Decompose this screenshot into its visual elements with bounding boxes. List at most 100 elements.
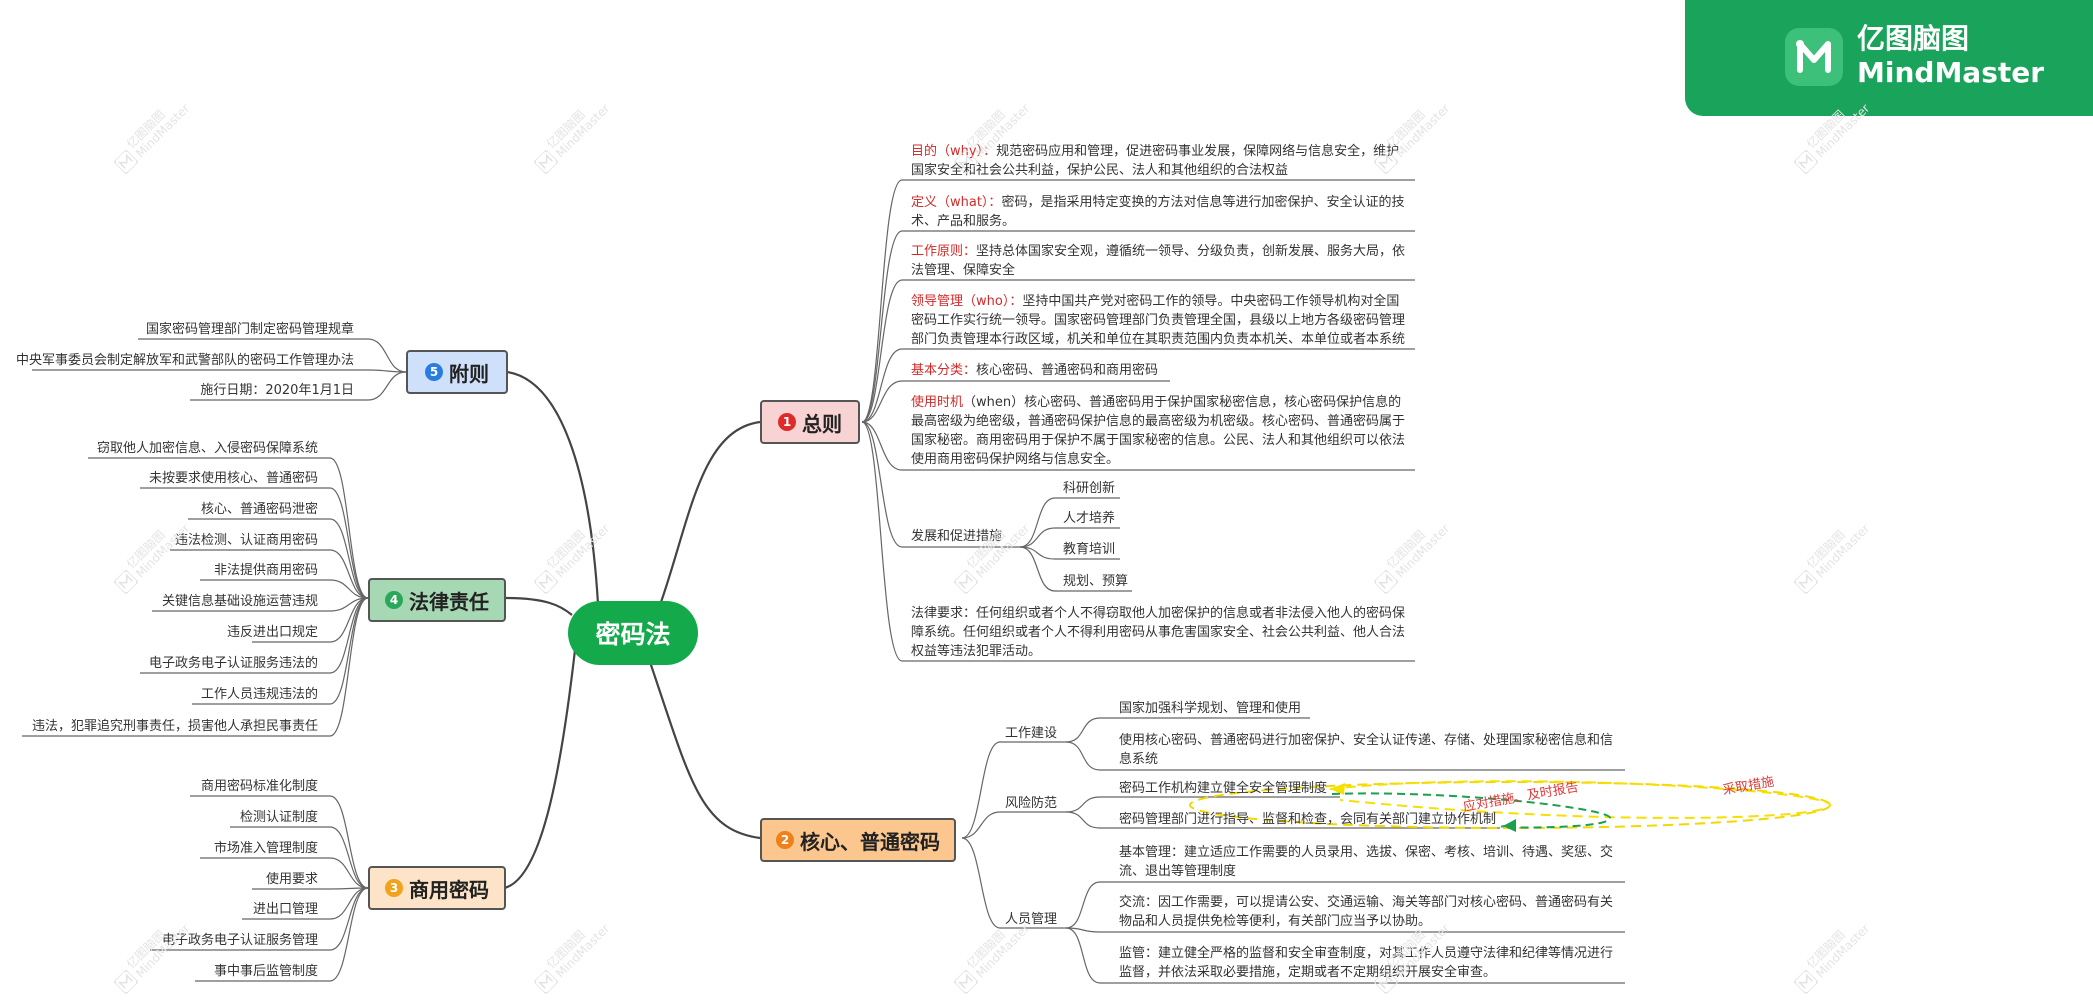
watermark-logo-icon (534, 150, 558, 174)
watermark-logo-icon (534, 570, 558, 594)
branch-appendix[interactable]: 5 附则 (406, 350, 508, 394)
legal-item[interactable]: 核心、普通密码泄密 (200, 502, 318, 517)
general-definition[interactable]: 定义（what）：密码，是指采用特定变换的方法对信息等进行加密保护、安全认证的技… (911, 193, 1411, 231)
core-work-item[interactable]: 国家加强科学规划、管理和使用 (1119, 701, 1302, 716)
core-risk-item[interactable]: 密码工作机构建立健全安全管理制度 (1119, 781, 1328, 796)
branch-label: 商用密码 (409, 877, 489, 902)
legal-item[interactable]: 工作人员违规违法的 (200, 687, 318, 702)
leaf-text: 规范密码应用和管理，促进密码事业发展，保障网络与信息安全，维护国家安全和社会公共… (911, 144, 1400, 178)
commercial-item[interactable]: 事中事后监管制度 (213, 964, 318, 979)
watermark-logo-icon (1374, 150, 1398, 174)
watermark-logo-icon (534, 970, 558, 994)
central-topic-label: 密码法 (595, 620, 671, 649)
number-badge: 5 (425, 363, 443, 381)
general-usage[interactable]: 使用时机（when）核心密码、普通密码用于保护国家秘密信息，核心密码保护信息的最… (911, 393, 1411, 469)
general-principle[interactable]: 工作原则：坚持总体国家安全观，遵循统一领导、分级负责，创新发展、服务大局，依法管… (911, 242, 1411, 280)
watermark-logo-icon (1374, 570, 1398, 594)
brand-logo[interactable]: 亿图脑图 MindMaster (1685, 0, 2093, 116)
leaf-key: 领导管理（who）： (911, 294, 1023, 309)
core-personnel-item[interactable]: 基本管理：建立适应工作需要的人员录用、选拔、保密、考核、培训、待遇、奖惩、交流、… (1119, 845, 1614, 879)
core-personnel-label[interactable]: 人员管理 (1005, 912, 1058, 927)
watermark-logo-icon (1794, 570, 1818, 594)
branch-commercial[interactable]: 3 商用密码 (368, 866, 506, 910)
number-badge: 4 (385, 591, 403, 609)
watermark-logo-icon (954, 970, 978, 994)
branch-general[interactable]: 1 总则 (760, 400, 860, 444)
watermark-logo-icon (954, 570, 978, 594)
general-purpose[interactable]: 目的（why）：规范密码应用和管理，促进密码事业发展，保障网络与信息安全，维护国… (911, 142, 1411, 180)
branch-legal[interactable]: 4 法律责任 (368, 578, 506, 622)
leaf-text: 核心密码、普通密码和商用密码 (976, 363, 1159, 378)
leaf-key: 目的（why）： (911, 144, 997, 159)
brand-name-cn: 亿图脑图 (1857, 22, 1970, 55)
legal-item[interactable]: 违反进出口规定 (226, 625, 318, 640)
branch-label: 法律责任 (409, 589, 489, 614)
appendix-item[interactable]: 中央军事委员会制定解放军和武警部队的密码工作管理办法 (15, 353, 354, 368)
branch-label: 总则 (802, 411, 842, 436)
commercial-item[interactable]: 进出口管理 (252, 902, 318, 917)
legal-item[interactable]: 电子政务电子认证服务违法的 (148, 656, 318, 671)
central-topic[interactable]: 密码法 (568, 601, 698, 665)
core-personnel-item[interactable]: 监管：建立健全严格的监督和安全审查制度，对其工作人员遵守法律和纪律等情况进行监督… (1119, 946, 1614, 980)
number-badge: 2 (776, 831, 794, 849)
watermark-logo-icon (114, 150, 138, 174)
core-risk-item[interactable]: 密码管理部门进行指导、监督和检查，会同有关部门建立协作机制 (1119, 812, 1497, 827)
appendix-item[interactable]: 国家密码管理部门制定密码管理规章 (145, 322, 354, 337)
leaf-text: 密码，是指采用特定变换的方法对信息等进行加密保护、安全认证的技术、产品和服务。 (911, 195, 1405, 229)
watermark-logo-icon (114, 570, 138, 594)
general-classification[interactable]: 基本分类：核心密码、普通密码和商用密码 (911, 361, 1158, 380)
core-risk-label[interactable]: 风险防范 (1005, 796, 1058, 811)
appendix-item[interactable]: 施行日期：2020年1月1日 (200, 383, 354, 398)
legal-item[interactable]: 非法提供商用密码 (213, 563, 318, 578)
branch-label: 核心、普通密码 (800, 829, 940, 854)
development-item[interactable]: 科研创新 (1063, 481, 1116, 496)
watermark-logo-icon (1374, 970, 1398, 994)
general-development[interactable]: 发展和促进措施 (911, 529, 1003, 544)
leaf-key: 定义（what）： (911, 195, 1002, 210)
leaf-key: 工作原则： (911, 244, 977, 259)
legal-item[interactable]: 关键信息基础设施运营违规 (161, 594, 318, 609)
number-badge: 3 (385, 879, 403, 897)
leaf-text: 坚持总体国家安全观，遵循统一领导、分级负责，创新发展、服务大局，依法管理、保障安… (911, 244, 1406, 278)
watermark-logo-icon (1794, 150, 1818, 174)
leaf-text: 坚持中国共产党对密码工作的领导。中央密码工作领导机构对全国密码工作实行统一领导。… (911, 294, 1406, 347)
mindmaster-logo-icon (1785, 28, 1843, 86)
legal-item[interactable]: 违法，犯罪追究刑事责任，损害他人承担民事责任 (31, 719, 318, 734)
core-personnel-item[interactable]: 交流：因工作需要，可以提请公安、交通运输、海关等部门对核心密码、普通密码有关物品… (1119, 895, 1614, 929)
brand-name-en: MindMaster (1857, 56, 2045, 89)
commercial-item[interactable]: 检测认证制度 (239, 810, 318, 825)
core-work-item[interactable]: 使用核心密码、普通密码进行加密保护、安全认证传递、存储、处理国家秘密信息和信息系… (1119, 733, 1614, 767)
core-work-label[interactable]: 工作建设 (1005, 726, 1058, 741)
general-leadership[interactable]: 领导管理（who）：坚持中国共产党对密码工作的领导。中央密码工作领导机构对全国密… (911, 292, 1411, 349)
leaf-key: 基本分类： (911, 363, 977, 378)
commercial-item[interactable]: 商用密码标准化制度 (200, 779, 318, 794)
legal-item[interactable]: 窃取他人加密信息、入侵密码保障系统 (96, 441, 318, 456)
development-item[interactable]: 规划、预算 (1063, 574, 1129, 589)
watermark-logo-icon (1794, 970, 1818, 994)
commercial-item[interactable]: 市场准入管理制度 (213, 841, 318, 856)
general-legal-requirement[interactable]: 法律要求：任何组织或者个人不得窃取他人加密保护的信息或者非法侵入他人的密码保障系… (911, 606, 1406, 659)
branch-core[interactable]: 2 核心、普通密码 (760, 818, 956, 862)
legal-item[interactable]: 违法检测、认证商用密码 (174, 533, 318, 548)
number-badge: 1 (778, 413, 796, 431)
branch-label: 附则 (449, 361, 489, 386)
development-item[interactable]: 教育培训 (1063, 542, 1116, 557)
leaf-text: （when）核心密码、普通密码用于保护国家秘密信息，核心密码保护信息的最高密级为… (911, 395, 1406, 467)
commercial-item[interactable]: 电子政务电子认证服务管理 (161, 933, 318, 948)
commercial-item[interactable]: 使用要求 (265, 872, 318, 887)
legal-item[interactable]: 未按要求使用核心、普通密码 (148, 471, 318, 486)
development-item[interactable]: 人才培养 (1063, 511, 1116, 526)
